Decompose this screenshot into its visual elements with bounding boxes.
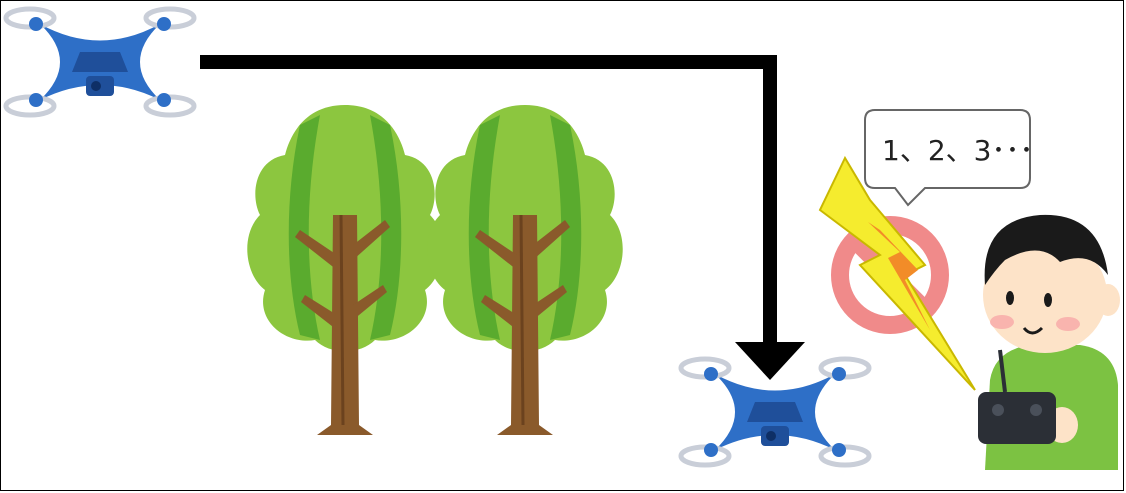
- drone-icon: [6, 9, 194, 115]
- tree-icon: [247, 105, 442, 435]
- bubble-text: 1、2、3･･･: [882, 134, 1033, 167]
- tree-icon: [427, 105, 622, 435]
- speech-bubble: 1、2、3･･･: [865, 110, 1033, 205]
- drone-icon: [681, 359, 869, 465]
- arrowhead-icon: [735, 342, 805, 380]
